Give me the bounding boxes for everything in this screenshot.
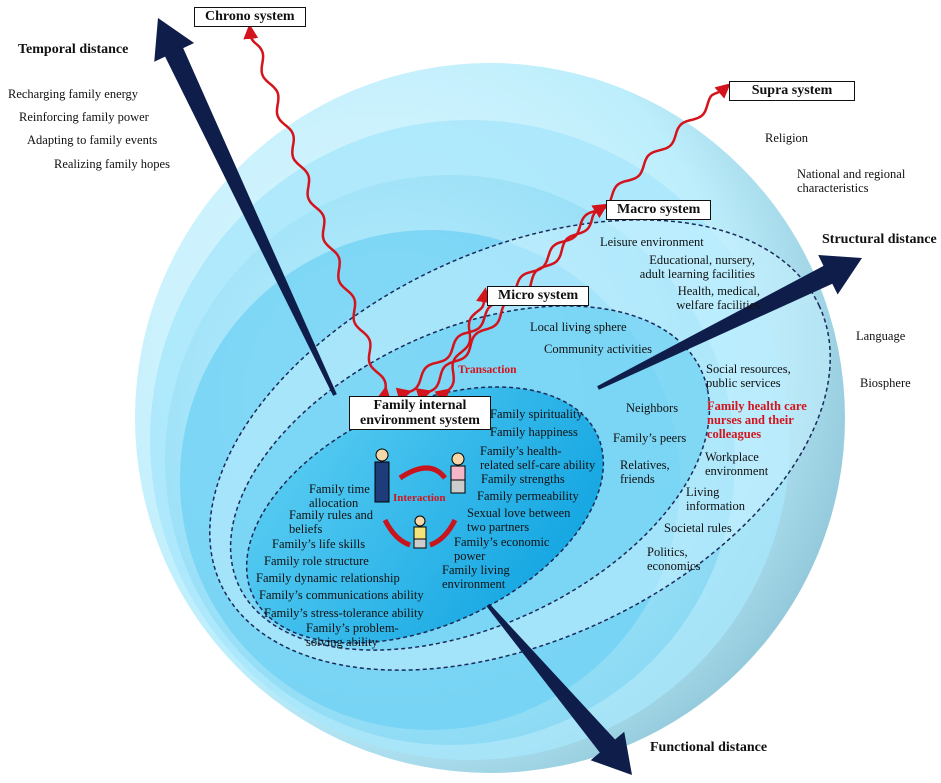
supra-item: Language bbox=[856, 329, 906, 343]
family-item: Family happiness bbox=[490, 425, 578, 439]
family-ellipse bbox=[245, 386, 605, 644]
family-item: Family’s stress-tolerance ability bbox=[264, 606, 424, 620]
temporal-distance-label: Temporal distance bbox=[18, 42, 129, 57]
father-figure-icon bbox=[374, 448, 390, 503]
chrono-system-box: Chrono system bbox=[194, 7, 306, 27]
functional-distance-label: Functional distance bbox=[650, 740, 768, 755]
family-item: Family dynamic relationship bbox=[256, 571, 400, 585]
structural-distance-label: Structural distance bbox=[822, 232, 937, 247]
interaction-arrow-right bbox=[429, 518, 458, 548]
micro-item: Community activities bbox=[544, 342, 652, 356]
family-system-box: Family internal environment system bbox=[349, 396, 491, 430]
family-item: Sexual love between two partners bbox=[467, 506, 571, 534]
family-item: Family role structure bbox=[264, 554, 369, 568]
child-figure-icon bbox=[413, 515, 427, 549]
temporal-item: Reinforcing family power bbox=[19, 110, 149, 124]
family-item: Family spirituality bbox=[490, 407, 583, 421]
micro-item: Neighbors bbox=[626, 401, 679, 415]
family-item: Family time allocation bbox=[309, 482, 370, 510]
family-item: Family’s economic power bbox=[454, 535, 550, 563]
interaction-label: Interaction bbox=[393, 492, 446, 504]
supra-item: Biosphere bbox=[860, 376, 911, 390]
family-item: Family permeability bbox=[477, 489, 579, 503]
temporal-item: Adapting to family events bbox=[27, 133, 158, 147]
supra-system-box: Supra system bbox=[729, 81, 855, 101]
temporal-item: Realizing family hopes bbox=[54, 157, 170, 171]
interaction-arrow-top bbox=[398, 465, 447, 481]
family-item: Family living environment bbox=[442, 563, 510, 591]
temporal-item: Recharging family energy bbox=[8, 87, 139, 101]
macro-item: Politics, economics bbox=[647, 545, 701, 573]
functional-distance-arrow bbox=[486, 603, 632, 775]
transaction-label: Transaction bbox=[458, 364, 517, 376]
macro-item-nurses: Family health care nurses and their coll… bbox=[707, 399, 807, 441]
family-item: Family’s life skills bbox=[272, 537, 366, 551]
family-item: Family’s health- related self-care abili… bbox=[480, 444, 596, 472]
supra-item: Religion bbox=[765, 131, 809, 145]
macro-item: Societal rules bbox=[664, 521, 732, 535]
supra-item: National and regional characteristics bbox=[797, 167, 906, 195]
family-item: Family’s communications ability bbox=[259, 588, 424, 602]
micro-item: Local living sphere bbox=[530, 320, 627, 334]
micro-item: Family’s peers bbox=[613, 431, 687, 445]
interaction-arrow-left bbox=[382, 518, 411, 548]
macro-item: Educational, nursery, adult learning fac… bbox=[639, 253, 755, 281]
macro-item: Social resources, public services bbox=[706, 362, 791, 390]
macro-item: Health, medical, welfare facilities bbox=[676, 284, 760, 312]
macro-system-box: Macro system bbox=[606, 200, 712, 220]
family-item: Family’s problem- solving ability bbox=[306, 621, 399, 649]
chrono-transaction-wave bbox=[243, 23, 392, 402]
family-item: Family rules and beliefs bbox=[289, 508, 374, 536]
micro-item: Relatives, friends bbox=[620, 458, 670, 486]
micro-transaction-wave bbox=[434, 287, 491, 404]
family-item: Family strengths bbox=[481, 472, 565, 486]
macro-item: Living information bbox=[686, 485, 746, 513]
mother-figure-icon bbox=[450, 452, 466, 494]
macro-item: Leisure environment bbox=[600, 235, 704, 249]
macro-item: Workplace environment bbox=[705, 450, 769, 478]
micro-system-box: Micro system bbox=[487, 286, 590, 306]
